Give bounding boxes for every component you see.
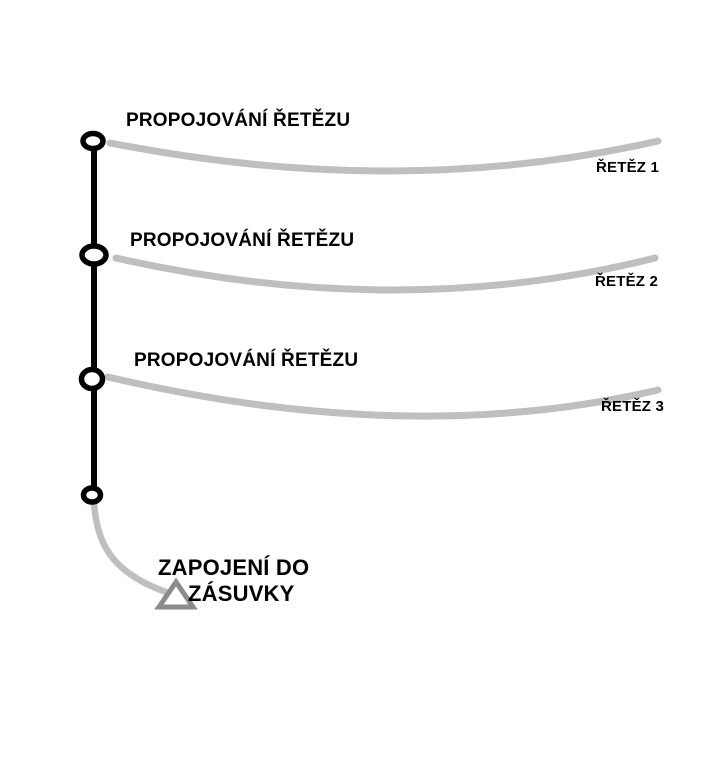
socket-label-line1: ZAPOJENÍ DO	[158, 555, 310, 580]
chain-cable-1	[106, 137, 662, 175]
chain-label-1: ŘETĚZ 1	[596, 159, 660, 176]
connector-ring-3	[78, 366, 106, 392]
connector-ring-2	[79, 243, 109, 267]
connector-ring-1	[80, 130, 106, 152]
chain-cable-3	[104, 373, 662, 420]
plug-triangle-icon	[154, 577, 198, 610]
chain-label-3: ŘETĚZ 3	[601, 398, 665, 415]
connection-label-2: PROPOJOVÁNÍ ŘETĚZU	[130, 230, 355, 251]
chain-cable-2	[112, 254, 659, 294]
chain-label-2: ŘETĚZ 2	[595, 273, 659, 290]
power-cable	[90, 499, 170, 596]
connection-label-3: PROPOJOVÁNÍ ŘETĚZU	[134, 350, 359, 371]
connector-ring-4	[80, 485, 104, 505]
connection-label-1: PROPOJOVÁNÍ ŘETĚZU	[126, 110, 351, 131]
socket-label-line2: ZÁSUVKY	[188, 581, 295, 606]
